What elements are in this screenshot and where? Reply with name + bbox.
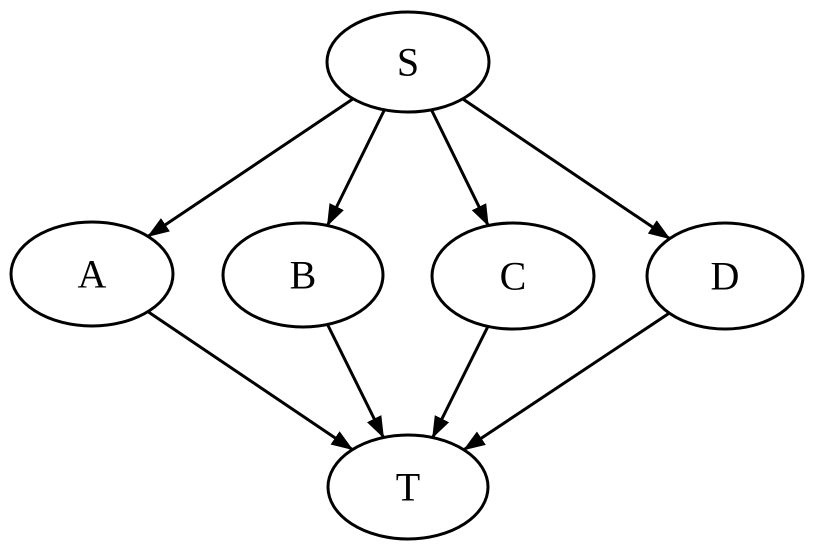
node-ellipse-T: [326, 433, 490, 541]
edge-S-C: [430, 109, 490, 227]
edge-C-T: [431, 325, 490, 439]
node-label-C: C: [500, 254, 527, 299]
node-ellipse-C: [430, 221, 596, 331]
node-label-T: T: [396, 465, 420, 510]
edge-S-B: [326, 109, 386, 227]
node-ellipse-S: [325, 10, 491, 114]
edge-B-T: [326, 323, 385, 439]
node-label-S: S: [397, 40, 419, 85]
node-ellipse-A: [9, 220, 175, 328]
node-label-D: D: [711, 254, 740, 299]
edge-S-A: [147, 97, 354, 238]
node-ellipse-B: [221, 221, 385, 329]
edge-A-T: [147, 310, 354, 451]
edge-S-D: [461, 97, 671, 240]
node-ellipse-D: [645, 221, 805, 331]
edge-D-T: [463, 311, 671, 452]
node-label-A: A: [78, 252, 107, 297]
node-label-B: B: [290, 253, 317, 298]
